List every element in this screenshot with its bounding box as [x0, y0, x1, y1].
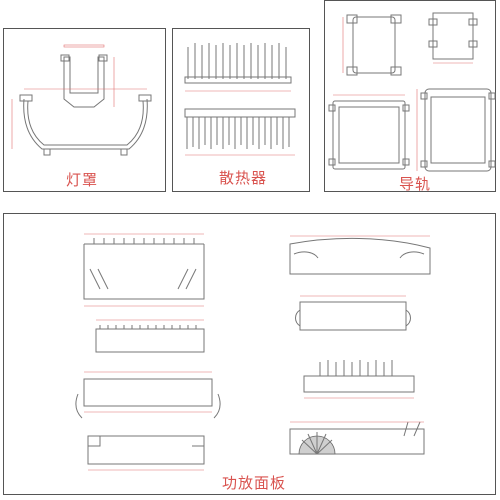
guide-rail-profile-1	[342, 14, 402, 76]
lamp-cover-panel: 灯罩	[3, 28, 166, 192]
guide-rail-profile-4	[416, 88, 496, 172]
lamp-cover-label: 灯罩	[66, 171, 99, 189]
guide-rail-panel: 导轨	[324, 0, 496, 193]
guide-rail-profile-2	[428, 12, 478, 64]
lamp-cover-small-profile	[60, 44, 115, 108]
amp-panel-label: 功放面板	[222, 474, 287, 492]
heat-sink-label: 散热器	[219, 169, 268, 187]
heat-sink-panel: 散热器	[172, 28, 310, 192]
guide-rail-label: 导轨	[399, 175, 432, 193]
heat-sink-top-profile	[184, 43, 292, 92]
guide-rail-profile-3	[328, 94, 410, 170]
lamp-cover-large-profile	[11, 88, 152, 156]
amp-profiles-left	[75, 233, 221, 471]
amp-profiles-right	[289, 235, 431, 455]
heat-sink-bottom-profile	[184, 108, 296, 156]
amp-panel: 功放面板	[3, 213, 496, 495]
